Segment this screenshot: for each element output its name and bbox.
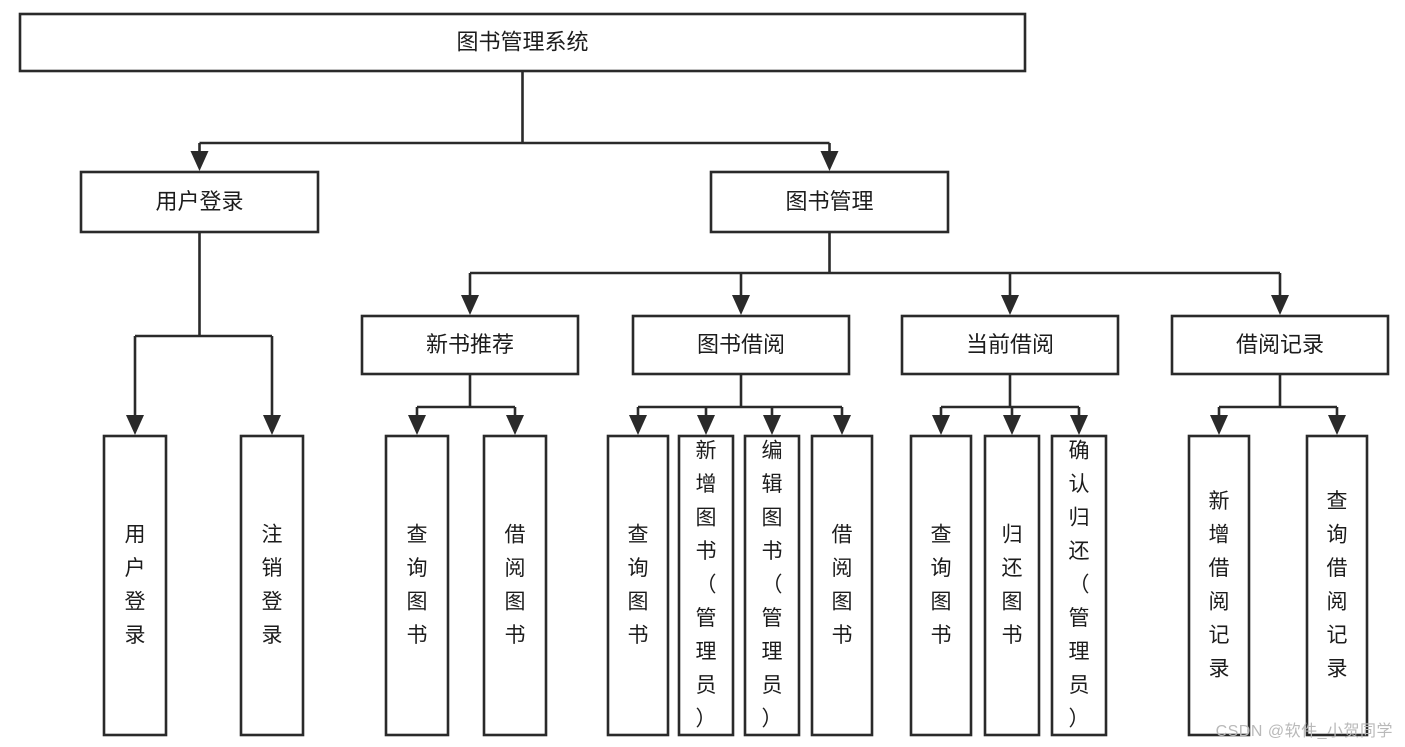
node-leaf_add_book[interactable]: 新增图书（管理员） xyxy=(677,434,735,737)
node-label-leaf_add_book: 新增图书（管理员） xyxy=(696,439,717,730)
arrow-head-icon xyxy=(126,415,144,435)
node-leaf_query_book_3[interactable]: 查询图书 xyxy=(909,434,973,737)
node-label-borrow_record: 借阅记录 xyxy=(1236,332,1324,357)
node-label-user_login: 用户登录 xyxy=(155,189,243,214)
node-box-current_borrow[interactable] xyxy=(900,314,1120,376)
node-label-leaf_user_login: 用户登录 xyxy=(125,523,146,647)
arrow-head-icon xyxy=(190,151,209,171)
connector-group-book_borrow xyxy=(629,374,851,435)
node-label-leaf_borrow_book_1: 借阅图书 xyxy=(505,523,526,647)
arrow-head-icon xyxy=(1328,415,1346,435)
node-box-borrow_record[interactable] xyxy=(1170,314,1390,376)
node-leaf_query_book_2[interactable]: 查询图书 xyxy=(606,434,670,737)
node-label-leaf_query_book_1: 查询图书 xyxy=(407,523,428,647)
connector-group-book_manage xyxy=(461,232,1289,315)
connector-group-current_borrow xyxy=(932,374,1088,435)
arrow-head-icon xyxy=(629,415,647,435)
arrow-head-icon xyxy=(820,151,839,171)
node-current_borrow[interactable]: 当前借阅 xyxy=(900,314,1120,376)
node-box-leaf_borrow_book_1[interactable] xyxy=(482,434,548,737)
node-label-new_book_rec: 新书推荐 xyxy=(426,332,514,357)
node-label-root: 图书管理系统 xyxy=(456,29,588,54)
node-box-leaf_query_record[interactable] xyxy=(1305,434,1369,737)
node-user_login[interactable]: 用户登录 xyxy=(79,170,320,234)
arrow-head-icon xyxy=(263,415,281,435)
node-label-leaf_query_record: 查询借阅记录 xyxy=(1327,489,1348,680)
node-box-leaf_edit_book[interactable] xyxy=(743,434,801,737)
watermark-label: CSDN @软件_小贺同学 xyxy=(1215,723,1393,740)
node-box-leaf_return_book[interactable] xyxy=(983,434,1041,737)
connector-group-borrow_record xyxy=(1210,374,1346,435)
node-box-root[interactable] xyxy=(18,12,1027,73)
node-box-book_manage[interactable] xyxy=(709,170,950,234)
node-leaf_edit_book[interactable]: 编辑图书（管理员） xyxy=(743,434,801,737)
arrow-head-icon xyxy=(697,415,715,435)
arrow-head-icon xyxy=(833,415,851,435)
node-box-leaf_confirm_return[interactable] xyxy=(1050,434,1108,737)
node-new_book_rec[interactable]: 新书推荐 xyxy=(360,314,580,376)
node-label-book_borrow: 图书借阅 xyxy=(697,332,785,357)
node-box-leaf_query_book_2[interactable] xyxy=(606,434,670,737)
arrow-head-icon xyxy=(1003,415,1021,435)
node-box-new_book_rec[interactable] xyxy=(360,314,580,376)
node-leaf_borrow_book_2[interactable]: 借阅图书 xyxy=(810,434,874,737)
node-leaf_query_record[interactable]: 查询借阅记录 xyxy=(1305,434,1369,737)
node-label-current_borrow: 当前借阅 xyxy=(966,332,1054,357)
node-label-leaf_return_book: 归还图书 xyxy=(1002,523,1023,647)
arrow-head-icon xyxy=(932,415,950,435)
node-leaf_add_record[interactable]: 新增借阅记录 xyxy=(1187,434,1251,737)
arrow-head-icon xyxy=(461,295,479,315)
node-label-leaf_confirm_return: 确认归还（管理员） xyxy=(1069,439,1090,730)
arrow-head-icon xyxy=(1001,295,1019,315)
node-box-leaf_user_login[interactable] xyxy=(102,434,168,737)
node-leaf_logout[interactable]: 注销登录 xyxy=(239,434,305,737)
arrow-head-icon xyxy=(763,415,781,435)
connector-layer xyxy=(126,71,1346,435)
node-label-leaf_add_record: 新增借阅记录 xyxy=(1209,489,1230,680)
node-label-leaf_logout: 注销登录 xyxy=(262,523,283,647)
node-box-leaf_add_record[interactable] xyxy=(1187,434,1251,737)
node-box-book_borrow[interactable] xyxy=(631,314,851,376)
node-borrow_record[interactable]: 借阅记录 xyxy=(1170,314,1390,376)
connector-group-root xyxy=(190,71,839,171)
arrow-head-icon xyxy=(1210,415,1228,435)
node-label-leaf_edit_book: 编辑图书（管理员） xyxy=(762,439,783,730)
arrow-head-icon xyxy=(1070,415,1088,435)
node-book_manage[interactable]: 图书管理 xyxy=(709,170,950,234)
node-book_borrow[interactable]: 图书借阅 xyxy=(631,314,851,376)
node-leaf_borrow_book_1[interactable]: 借阅图书 xyxy=(482,434,548,737)
node-label-book_manage: 图书管理 xyxy=(785,189,873,214)
arrow-head-icon xyxy=(408,415,426,435)
node-leaf_query_book_1[interactable]: 查询图书 xyxy=(384,434,450,737)
node-layer: 图书管理系统用户登录图书管理新书推荐图书借阅当前借阅借阅记录用户登录注销登录查询… xyxy=(18,12,1390,737)
node-box-leaf_logout[interactable] xyxy=(239,434,305,737)
node-leaf_return_book[interactable]: 归还图书 xyxy=(983,434,1041,737)
node-label-leaf_query_book_3: 查询图书 xyxy=(931,523,952,647)
node-box-leaf_query_book_3[interactable] xyxy=(909,434,973,737)
arrow-head-icon xyxy=(506,415,524,435)
node-box-leaf_query_book_1[interactable] xyxy=(384,434,450,737)
arrow-head-icon xyxy=(732,295,750,315)
node-box-leaf_borrow_book_2[interactable] xyxy=(810,434,874,737)
node-label-leaf_borrow_book_2: 借阅图书 xyxy=(832,523,853,647)
node-box-leaf_add_book[interactable] xyxy=(677,434,735,737)
connector-group-user_login xyxy=(126,232,281,435)
node-box-user_login[interactable] xyxy=(79,170,320,234)
node-leaf_confirm_return[interactable]: 确认归还（管理员） xyxy=(1050,434,1108,737)
node-label-leaf_query_book_2: 查询图书 xyxy=(628,523,649,647)
node-leaf_user_login[interactable]: 用户登录 xyxy=(102,434,168,737)
arrow-head-icon xyxy=(1271,295,1289,315)
connector-group-new_book_rec xyxy=(408,374,524,435)
node-root[interactable]: 图书管理系统 xyxy=(18,12,1027,73)
